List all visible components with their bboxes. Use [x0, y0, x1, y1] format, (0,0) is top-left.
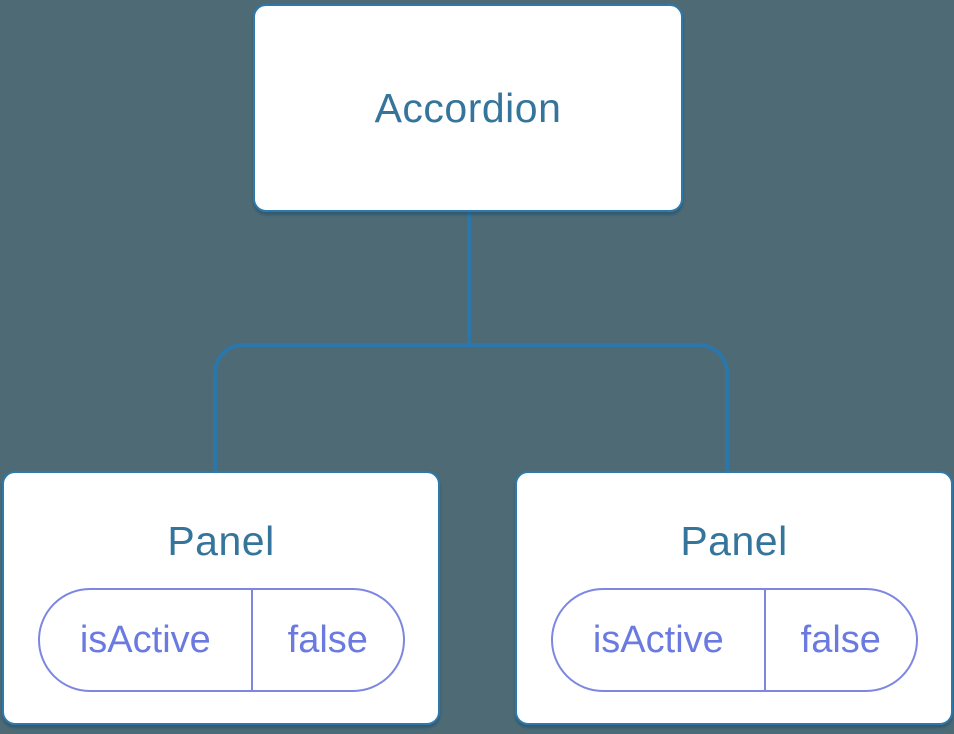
state-value: false: [287, 618, 368, 661]
accordion-node-label: Accordion: [374, 84, 562, 131]
state-pill: isActive false: [37, 588, 405, 692]
state-pill: isActive false: [550, 588, 918, 692]
state-key: isActive: [40, 590, 254, 690]
connector-branch-bracket: [213, 343, 729, 471]
panel-node-label: Panel: [167, 518, 275, 564]
accordion-node: Accordion: [253, 4, 683, 212]
panel-node-right: Panel isActive false: [515, 471, 953, 725]
panel-node-left: Panel isActive false: [2, 471, 440, 725]
state-key: isActive: [553, 590, 767, 690]
panel-node-label: Panel: [680, 518, 788, 564]
connector-stem-line: [467, 210, 471, 347]
state-value: false: [800, 618, 881, 661]
